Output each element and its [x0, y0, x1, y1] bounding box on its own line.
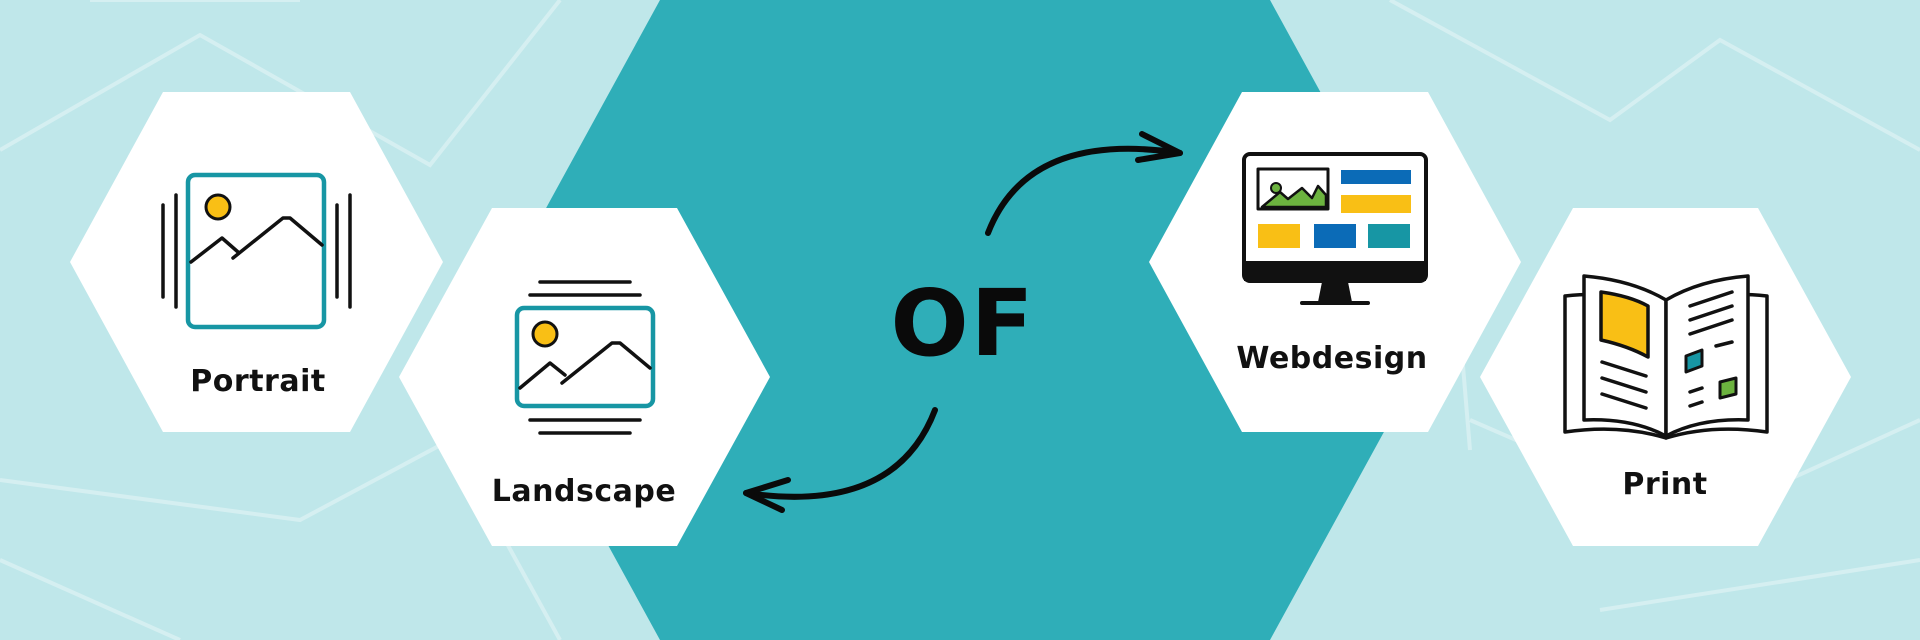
label-portrait: Portrait [190, 364, 326, 399]
monitor-webdesign-icon [1242, 152, 1428, 305]
open-magazine-icon [1563, 274, 1769, 440]
hexagon-portrait[interactable] [70, 92, 443, 432]
label-webdesign: Webdesign [1236, 341, 1428, 376]
hexagon-landscape[interactable] [399, 208, 770, 546]
center-word: OF [890, 270, 1036, 377]
label-print: Print [1622, 467, 1708, 502]
portrait-photo-icon [161, 172, 352, 330]
curved-arrow-right-icon [985, 131, 1183, 236]
landscape-photo-icon [514, 280, 656, 435]
curved-arrow-left-icon [743, 407, 938, 513]
center-hexagon [545, 0, 1385, 640]
label-landscape: Landscape [491, 474, 677, 509]
